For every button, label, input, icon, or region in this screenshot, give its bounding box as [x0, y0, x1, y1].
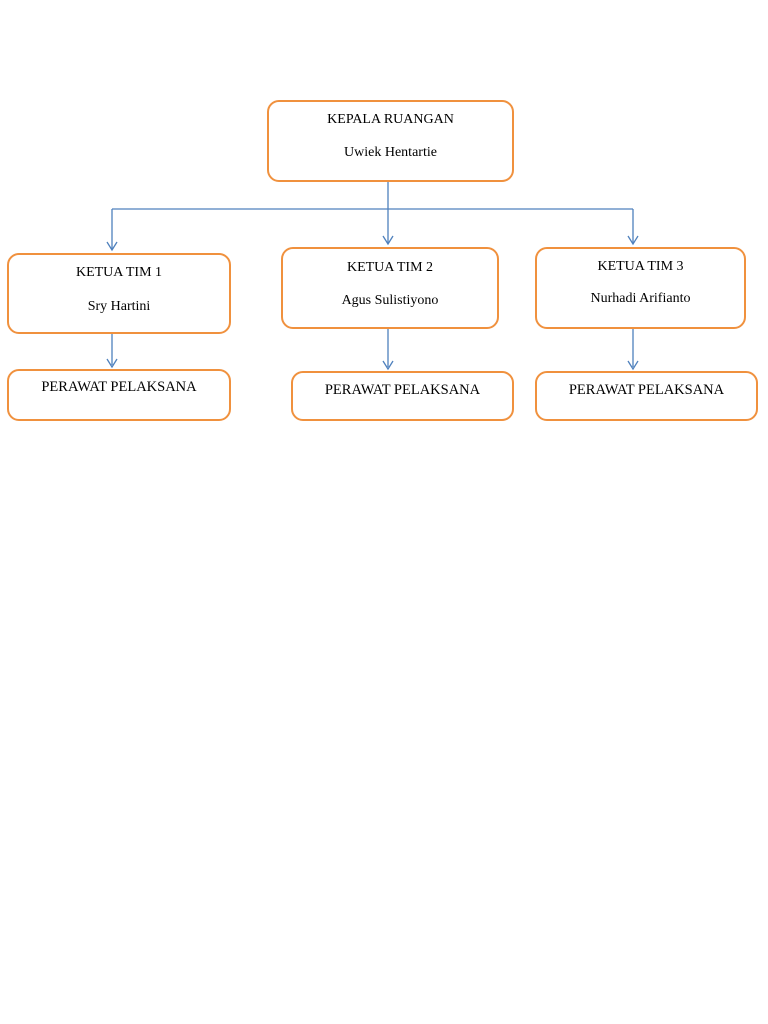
head-role-label: KEPALA RUANGAN [327, 112, 454, 127]
team-leader-box-1: KETUA TIM 1 Sry Hartini [7, 253, 231, 334]
head-name-label: Uwiek Hentartie [344, 145, 437, 160]
staff-nurse-box-1: PERAWAT PELAKSANA [7, 369, 231, 421]
team-leader-name-label: Agus Sulistiyono [341, 293, 439, 308]
arrowhead-team3 [627, 235, 639, 246]
team-leader-box-3: KETUA TIM 3 Nurhadi Arifianto [535, 247, 746, 329]
arrowhead-staff1 [106, 358, 118, 369]
staff-nurse-label: PERAWAT PELAKSANA [41, 379, 197, 395]
team-leader-role-label: KETUA TIM 3 [597, 259, 684, 274]
team-leader-name-label: Nurhadi Arifianto [590, 291, 691, 306]
arrowhead-team2 [382, 235, 394, 246]
team-leader-name-label: Sry Hartini [87, 299, 151, 314]
team-leader-role-label: KETUA TIM 1 [75, 265, 163, 280]
arrowhead-staff3 [627, 360, 639, 371]
staff-nurse-label: PERAWAT PELAKSANA [324, 382, 481, 398]
staff-nurse-label: PERAWAT PELAKSANA [568, 382, 725, 398]
team-leader-role-label: KETUA TIM 2 [346, 260, 434, 275]
head-of-ward-box: KEPALA RUANGAN Uwiek Hentartie [267, 100, 514, 182]
arrowhead-staff2 [382, 360, 394, 371]
staff-nurse-box-2: PERAWAT PELAKSANA [291, 371, 514, 421]
staff-nurse-box-3: PERAWAT PELAKSANA [535, 371, 758, 421]
team-leader-box-2: KETUA TIM 2 Agus Sulistiyono [281, 247, 499, 329]
arrowhead-team1 [106, 241, 118, 252]
